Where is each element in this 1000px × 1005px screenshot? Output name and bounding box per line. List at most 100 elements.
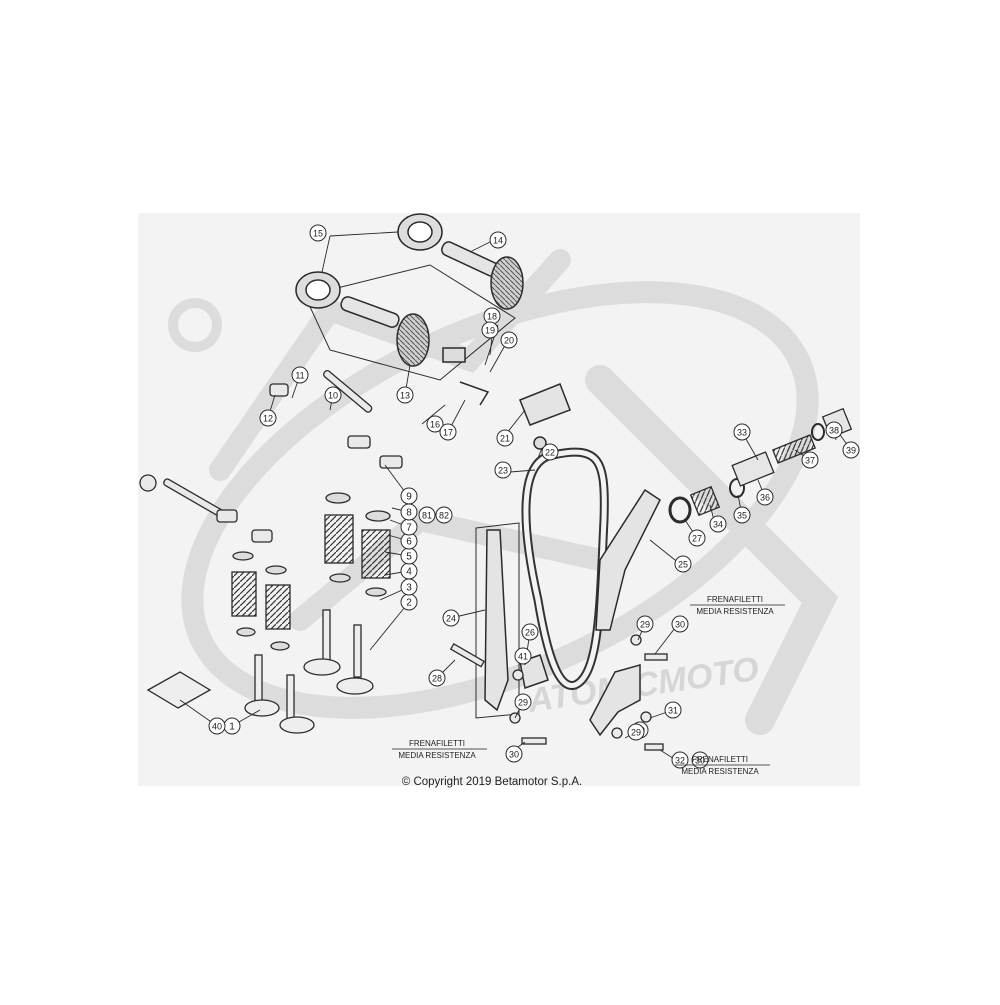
rocker-arm-icon	[216, 509, 238, 523]
callout-circle	[514, 693, 532, 711]
callout-circle	[664, 701, 682, 719]
part-number-label: 26	[525, 628, 535, 638]
callout-circle	[426, 415, 444, 433]
note-line2: MEDIA RESISTENZA	[696, 607, 774, 616]
part-number-label: 82	[439, 511, 449, 521]
part-number-label: 40	[212, 722, 222, 732]
cam-gear-icon	[396, 313, 430, 367]
part-number-label: 34	[713, 520, 723, 530]
part-number-label: 19	[485, 326, 495, 336]
copyright-text: © Copyright 2019 Betamotor S.p.A.	[402, 776, 582, 788]
valve-spring-icon	[265, 584, 291, 630]
valve-spring-icon	[324, 514, 354, 564]
plug-icon	[269, 383, 289, 397]
tensioner-spring-icon	[771, 434, 817, 464]
callout-circle	[494, 461, 512, 479]
camshaft-icon	[340, 296, 400, 328]
callout-circle	[627, 723, 645, 741]
callout-circle	[309, 224, 327, 242]
rocker-arm-icon	[347, 435, 371, 449]
callout-circle	[842, 441, 860, 459]
valve-spring-icon	[231, 571, 257, 617]
callout-circle	[439, 423, 457, 441]
rocker-arm-icon	[379, 455, 403, 469]
part-callouts: 1234567891011121314151617181920212223242…	[208, 224, 860, 769]
callout-circle	[671, 751, 689, 769]
callout-circle	[505, 745, 523, 763]
callout-circle	[496, 429, 514, 447]
bolts	[449, 634, 668, 751]
valve-spring-icon	[361, 529, 391, 579]
part-number-label: 29	[631, 728, 641, 738]
callout-circle	[442, 609, 460, 627]
callout-circle	[671, 615, 689, 633]
part-number-label: 41	[518, 652, 528, 662]
part-number-label: 20	[504, 336, 514, 346]
part-number-label: 30	[695, 756, 705, 766]
valves	[146, 609, 374, 734]
part-number-label: 23	[498, 466, 508, 476]
chain-tensioner-slider-icon	[595, 488, 661, 631]
callout-circle	[400, 487, 418, 505]
part-number-label: 6	[406, 537, 412, 548]
callout-circle	[691, 751, 709, 769]
plug-icon	[139, 474, 157, 492]
part-number-label: 81	[422, 511, 432, 521]
valve-head-icon	[303, 658, 341, 676]
note-line1: FRENAFILETTI	[707, 595, 763, 604]
plunger-icon	[689, 485, 721, 517]
camshaft-assembly	[295, 213, 524, 406]
thread-locker-notes: FRENAFILETTI MEDIA RESISTENZA FRENAFILETTI…	[392, 595, 785, 776]
part-number-label: 17	[443, 428, 453, 438]
note-line2: MEDIA RESISTENZA	[398, 751, 476, 760]
part-number-label: 21	[500, 434, 510, 444]
part-number-label: 14	[493, 236, 503, 246]
callout-circle	[514, 647, 532, 665]
part-number-label: 15	[313, 229, 323, 239]
o-ring-icon	[668, 496, 692, 524]
part-number-label: 27	[692, 534, 702, 544]
note-line1: FRENAFILETTI	[692, 755, 748, 764]
rocker-shaft-icon	[323, 369, 373, 413]
valve-head-icon	[279, 716, 315, 734]
part-number-label: 13	[400, 391, 410, 401]
note-line1: FRENAFILETTI	[409, 739, 465, 748]
callout-circle	[733, 423, 751, 441]
callout-circle	[688, 529, 706, 547]
part-number-label: 1	[229, 722, 235, 733]
part-number-label: 30	[509, 750, 519, 760]
part-number-label: 18	[487, 312, 497, 322]
callout-circle	[825, 421, 843, 439]
part-number-label: 36	[760, 493, 770, 503]
shim-kit-icon	[146, 671, 212, 709]
tensioner-body-icon	[731, 451, 775, 487]
valve-head-icon	[336, 677, 374, 695]
part-number-label: 22	[545, 448, 555, 458]
note-line2: MEDIA RESISTENZA	[681, 767, 759, 776]
part-number-label: 2	[406, 598, 412, 609]
callout-circle	[489, 231, 507, 249]
chain-guides	[475, 383, 661, 737]
callout-circle	[521, 623, 539, 641]
rocker-arm-icon	[251, 529, 273, 543]
part-number-label: 12	[263, 414, 273, 424]
chain-guide-icon	[484, 529, 509, 712]
callout-circle	[208, 717, 226, 735]
bolt-icon	[449, 643, 485, 668]
part-number-label: 39	[846, 446, 856, 456]
callout-circle	[418, 506, 436, 524]
part-number-label: 8	[406, 508, 412, 519]
part-number-label: 32	[675, 756, 685, 766]
callout-circle	[324, 386, 342, 404]
callout-circle	[636, 615, 654, 633]
guide-pad-icon	[519, 383, 571, 426]
guide-bracket-icon	[589, 664, 641, 737]
valve-stem-icon	[322, 609, 331, 663]
callout-circle	[674, 555, 692, 573]
part-number-label: 35	[737, 511, 747, 521]
part-number-label: 29	[518, 698, 528, 708]
decompressor-icon	[442, 347, 466, 363]
callout-circle	[756, 488, 774, 506]
part-number-label: 37	[805, 456, 815, 466]
